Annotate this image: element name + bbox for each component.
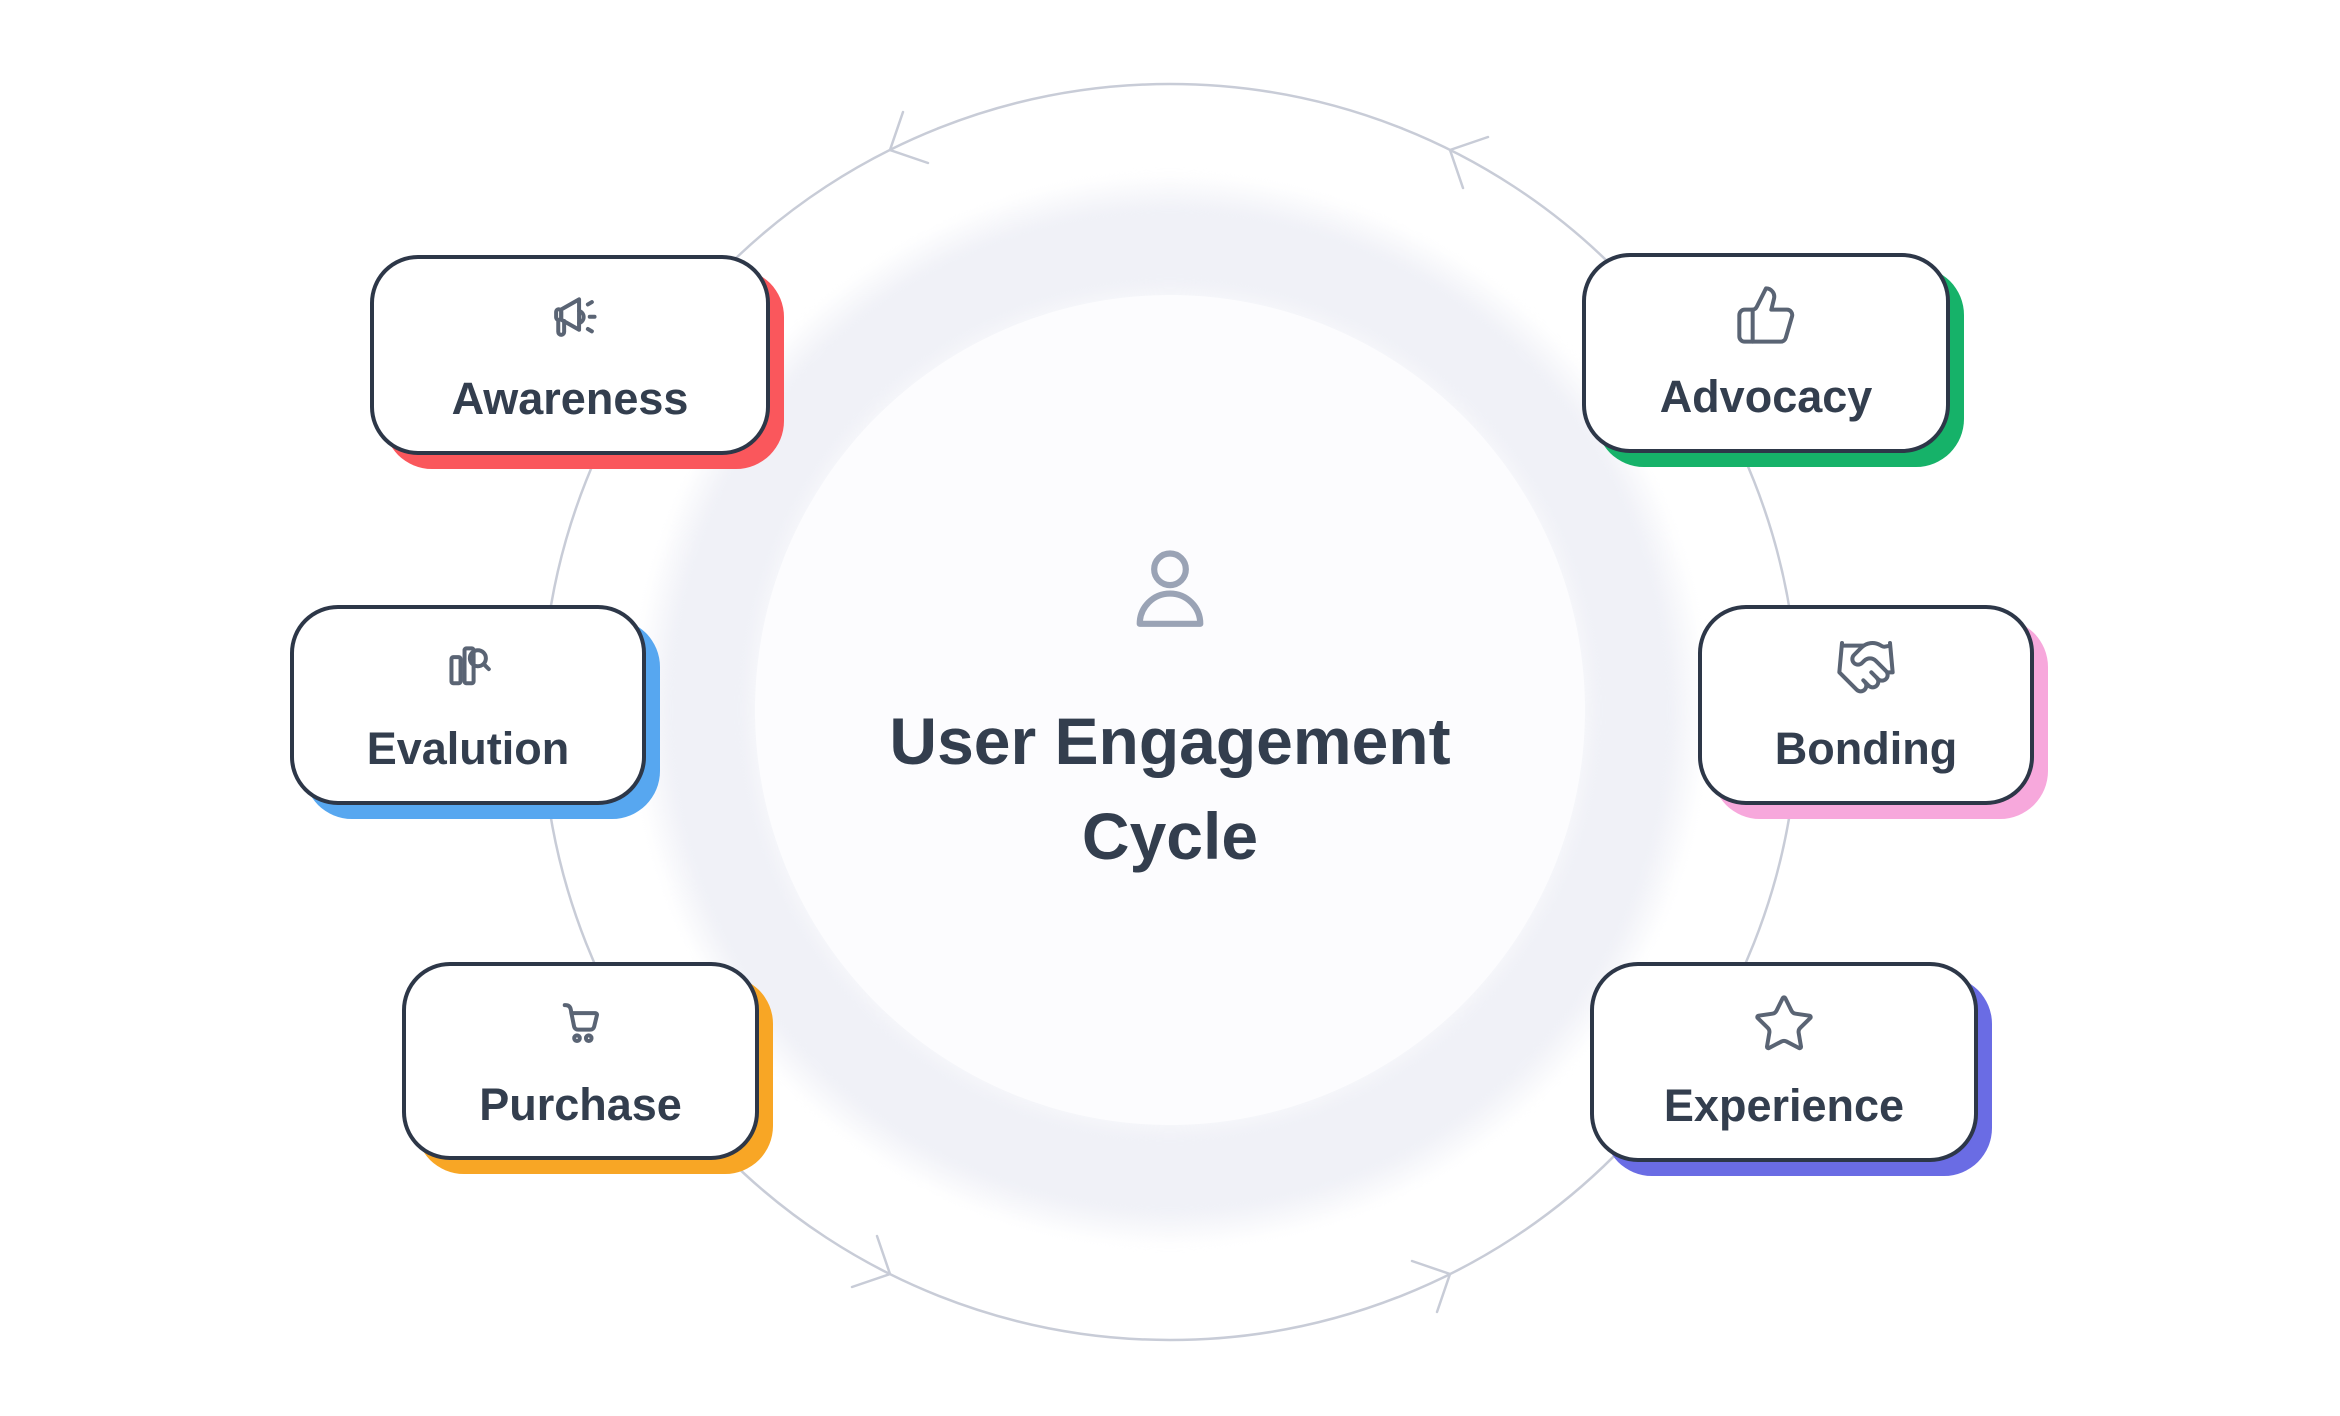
stage-card-evalution: Evalution: [290, 605, 646, 805]
center-content: User Engagement Cycle: [770, 534, 1570, 884]
center-disk: [755, 295, 1585, 1125]
thumbs-up-icon: [1734, 283, 1798, 347]
stage-label: Evalution: [366, 723, 570, 774]
flow-arrow-bottom-right: [1410, 1259, 1452, 1314]
star-icon: [1752, 992, 1816, 1056]
stage-card-experience: Experience: [1590, 962, 1978, 1162]
stage-card-bonding: Bonding: [1698, 605, 2034, 805]
megaphone-icon: [538, 285, 602, 349]
shopping-cart-icon: [549, 991, 613, 1055]
diagram-title-line2: Cycle: [1081, 799, 1259, 873]
user-icon: [1115, 534, 1225, 644]
stage-card-purchase: Purchase: [402, 962, 759, 1160]
flow-arrow-bottom-left: [850, 1234, 892, 1289]
handshake-icon: [1834, 635, 1898, 699]
flow-arrow-top-left: [888, 110, 930, 165]
stage-label: Awareness: [451, 373, 689, 424]
stage-label: Purchase: [479, 1079, 682, 1130]
stage-label: Advocacy: [1659, 371, 1873, 422]
stage-label: Bonding: [1774, 723, 1958, 774]
stage-card-advocacy: Advocacy: [1582, 253, 1950, 453]
stage-label: Experience: [1663, 1080, 1905, 1131]
stage-card-awareness: Awareness: [370, 255, 770, 455]
bar-chart-search-icon: [436, 635, 500, 699]
diagram-title: User Engagement Cycle: [889, 694, 1450, 884]
flow-arrow-top-right: [1448, 135, 1490, 190]
diagram-title-line1: User Engagement: [889, 704, 1451, 778]
